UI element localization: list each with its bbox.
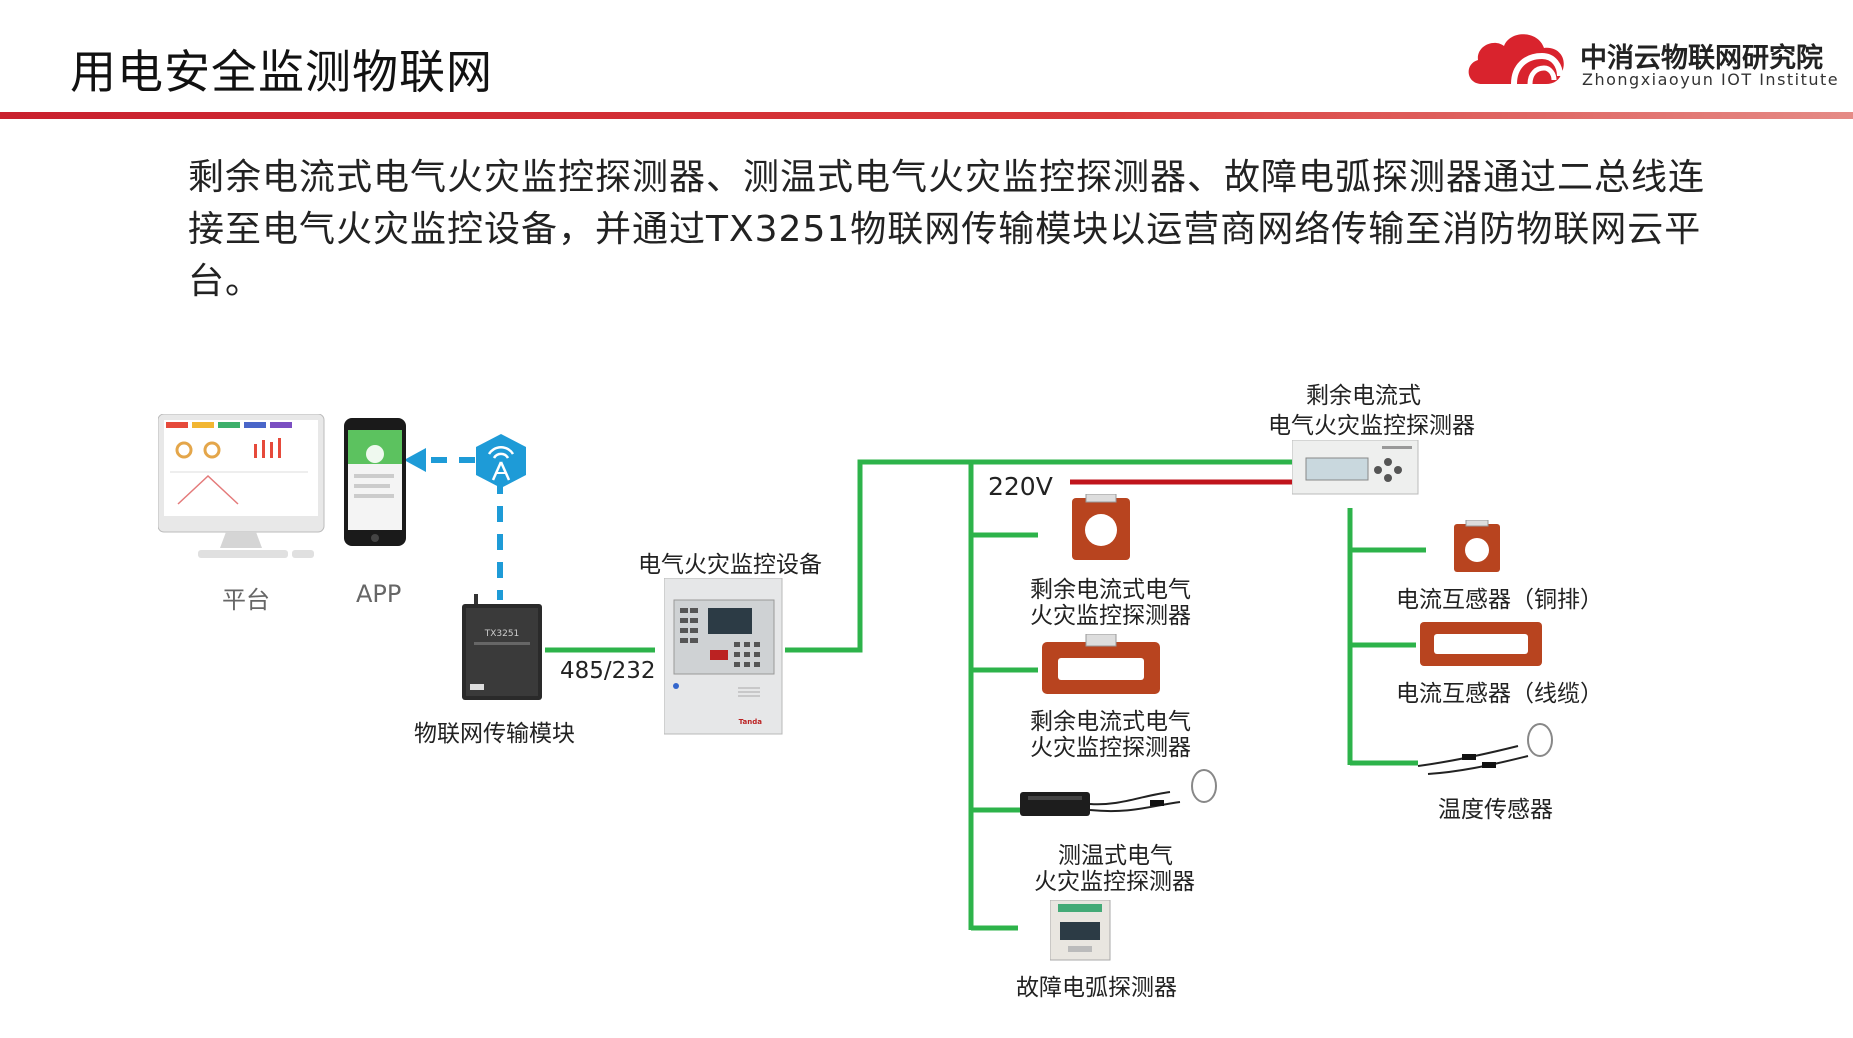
- logo: [1462, 26, 1572, 88]
- left-branch-2-line2: 火灾监控探测器: [1030, 735, 1191, 761]
- voltage-label: 220V: [988, 472, 1053, 501]
- header-divider: [0, 112, 1853, 119]
- iot-transmission-module: TX3251: [462, 594, 546, 708]
- arc-fault-detector: [1049, 899, 1112, 966]
- left-branch-1-line1: 剩余电流式电气: [1030, 577, 1191, 603]
- platform-label: 平台: [222, 586, 270, 614]
- cloud-logo-icon: [1468, 34, 1564, 85]
- residual-current-detector-top: [1291, 439, 1420, 500]
- fire-monitoring-controller: Tanda: [663, 577, 786, 742]
- right-branch-2-label: 电流互感器（线缆）: [1396, 681, 1603, 707]
- link-protocol-label: 485/232: [560, 658, 656, 684]
- description-text: 剩余电流式电气火灾监控探测器、测温式电气火灾监控探测器、故障电弧探测器通过二总线…: [188, 157, 1706, 302]
- page-title: 用电安全监测物联网: [70, 45, 493, 99]
- app-phone: [344, 418, 408, 552]
- left-branch-2-line1: 剩余电流式电气: [1030, 709, 1191, 735]
- left-branch-1-line2: 火灾监控探测器: [1030, 603, 1191, 629]
- left-branch-4-line1: 故障电弧探测器: [1016, 975, 1177, 1001]
- platform-monitor: [157, 413, 328, 568]
- current-transformer-cable: [1420, 618, 1544, 672]
- top-detector-label-1: 剩余电流式: [1306, 383, 1421, 409]
- module-label: 物联网传输模块: [414, 721, 575, 747]
- temperature-detector-module: [1020, 766, 1220, 830]
- current-transformer-busbar: [1452, 519, 1504, 578]
- logo-name-cn: 中消云物联网研究院: [1580, 43, 1823, 74]
- module-model-text: TX3251: [484, 629, 520, 639]
- app-label: APP: [356, 580, 402, 608]
- antenna-icon: [474, 432, 528, 494]
- left-branch-3-line2: 火灾监控探测器: [1034, 869, 1195, 895]
- right-branch-1-label: 电流互感器（铜排）: [1396, 587, 1603, 613]
- current-transformer-round: [1070, 493, 1134, 566]
- left-branch-3-line1: 测温式电气: [1058, 843, 1173, 869]
- current-transformer-wide: [1042, 633, 1162, 700]
- top-detector-label-2: 电气火灾监控探测器: [1268, 413, 1475, 439]
- temperature-sensor: [1417, 722, 1558, 786]
- right-branch-3-label: 温度传感器: [1438, 797, 1553, 823]
- controller-brand-text: Tanda: [739, 718, 763, 726]
- logo-name-en: Zhongxiaoyun IOT Institute: [1582, 70, 1840, 89]
- controller-label: 电气火灾监控设备: [638, 552, 822, 578]
